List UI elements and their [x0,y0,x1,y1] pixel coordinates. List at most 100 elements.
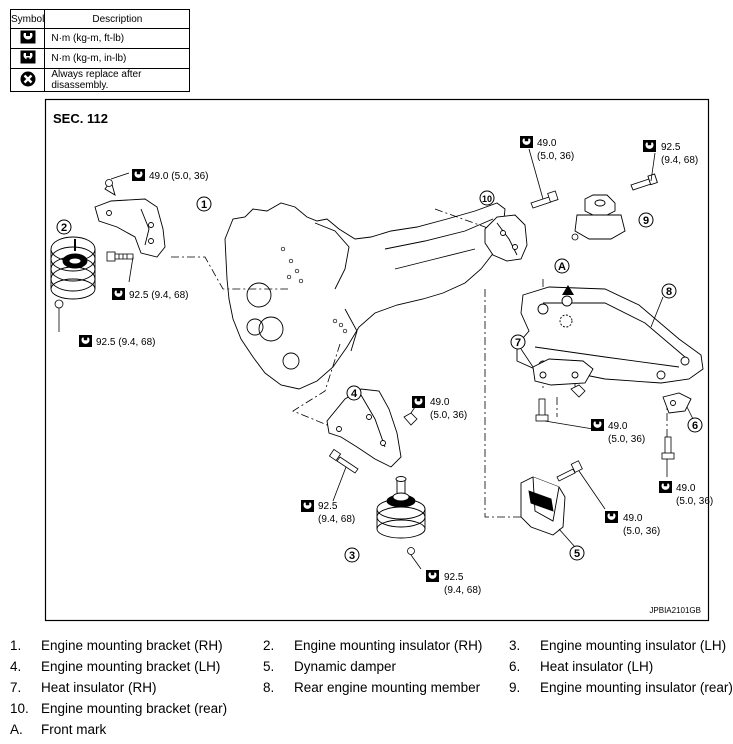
callout-10: 10 [479,190,495,206]
torque-wrench-icon [301,500,314,512]
svg-text:3: 3 [349,550,355,562]
torque-spec: (5.0, 36) [430,410,467,421]
parts-row: 7.Heat insulator (RH) 8.Rear engine moun… [10,680,733,701]
torque-specs: 49.0 (5.0, 36) 92.5 (9.4, 68) 92.5 (9.4,… [79,136,713,596]
heat-insulator-rh [532,358,594,386]
torque-wrench-icon [20,30,36,44]
callout-4: 4 [346,385,362,401]
torque-spec: 49.0 (5.0, 36) [149,171,208,182]
svg-text:10: 10 [482,194,492,204]
bracket-lh [326,388,402,468]
list-item: 8.Rear engine mounting member [263,680,481,695]
callout-2: 2 [56,219,72,235]
torque-wrench-icon [412,396,425,408]
legend-description: N·m (kg-m, ft-lb) [44,28,191,49]
list-item: 10.Engine mounting bracket (rear) [10,701,228,716]
torque-wrench-icon [79,335,92,347]
parts-list: 1.Engine mounting bracket (RH) 2.Engine … [10,638,733,743]
torque-wrench-icon [591,419,604,431]
legend-row: N·m (kg-m, ft-lb) [9,28,191,49]
svg-text:5: 5 [574,548,580,560]
callouts: 1 2 3 4 5 6 7 8 9 10 A [56,190,703,563]
svg-text:4: 4 [351,388,358,400]
torque-wrench-icon [132,169,145,181]
legend-symbol-cell [9,68,46,92]
exploded-view-figure: SEC. 112 JPBIA2101GB [44,98,713,622]
legend-row: Always replace after disassembly. [9,68,191,92]
list-item: 4.Engine mounting bracket (LH) [10,659,221,674]
legend-row: N·m (kg-m, in-lb) [9,48,191,69]
torque-spec: 92.5 [661,142,681,153]
insulator-rear [574,173,658,240]
torque-wrench-icon [426,570,439,582]
list-item: A.Front mark [10,722,107,737]
callout-8: 8 [661,283,677,299]
callout-7: 7 [510,334,526,350]
heat-insulator-lh [662,392,692,414]
callout-9: 9 [638,212,654,228]
dynamic-damper [520,476,566,536]
list-item: 1.Engine mounting bracket (RH) [10,638,223,653]
svg-text:A: A [558,261,566,273]
symbol-legend-table: Symbol Description N·m (kg-m, ft-lb) N·m… [9,9,191,92]
list-item: 2.Engine mounting insulator (RH) [263,638,483,653]
legend-symbol-cell [9,48,46,69]
torque-spec: (5.0, 36) [676,496,713,507]
legend-description: Always replace after disassembly. [44,68,191,92]
torque-spec: (9.4, 68) [444,585,481,596]
torque-spec: 49.0 [623,513,643,524]
rear-mounting-member [516,286,704,384]
bracket-rear [484,214,528,262]
bolt-member-left [535,398,549,422]
list-item: 3.Engine mounting insulator (LH) [509,638,727,653]
callout-1: 1 [196,196,212,212]
svg-text:6: 6 [692,420,698,432]
parts-row: 10.Engine mounting bracket (rear) [10,701,725,722]
torque-wrench-icon [112,288,125,300]
legend-description: N·m (kg-m, in-lb) [44,48,191,69]
bracket-rh [94,180,166,258]
bolt-damper [556,460,583,482]
torque-spec: 92.5 [318,501,338,512]
torque-spec: 49.0 [676,483,696,494]
parts-row: 1.Engine mounting bracket (RH) 2.Engine … [10,638,727,659]
torque-spec: 49.0 [608,421,628,432]
list-item: 9.Engine mounting insulator (rear) [509,680,733,695]
front-mark [559,285,574,328]
callout-6: 6 [687,417,703,433]
svg-text:7: 7 [515,337,521,349]
torque-spec: (5.0, 36) [537,151,574,162]
figure-code: JPBIA2101GB [649,606,701,615]
torque-spec: (9.4, 68) [318,514,355,525]
legend-header-row: Symbol Description [9,9,191,29]
svg-text:9: 9 [643,215,649,227]
list-item: 5.Dynamic damper [263,659,397,674]
torque-spec: (5.0, 36) [608,434,645,445]
torque-spec: 49.0 [430,397,450,408]
list-item: 6.Heat insulator (LH) [509,659,654,674]
torque-wrench-icon [605,511,618,523]
torque-wrench-icon [643,140,656,152]
torque-wrench-small-icon [20,50,36,64]
svg-text:2: 2 [61,222,67,234]
torque-spec: (9.4, 68) [661,155,698,166]
torque-spec: 92.5 (9.4, 68) [96,337,155,348]
parts-row: 4.Engine mounting bracket (LH) 5.Dynamic… [10,659,725,680]
parts-row: A.Front mark [10,722,725,743]
torque-wrench-icon [520,136,533,148]
svg-text:1: 1 [201,199,207,211]
svg-text:8: 8 [666,286,672,298]
callout-5: 5 [569,545,585,561]
callout-a: A [554,258,570,274]
insulator-rh [50,236,96,300]
callout-3: 3 [344,547,360,563]
replace-part-icon [20,71,36,86]
torque-spec: 92.5 [444,572,464,583]
engine-mount-diagram: SEC. 112 JPBIA2101GB [44,98,713,622]
engine-detail-dots [280,246,348,334]
torque-spec: 92.5 (9.4, 68) [129,290,188,301]
torque-wrench-icon [659,481,672,493]
torque-spec: 49.0 [537,138,557,149]
insulator-lh [376,476,426,539]
legend-header-symbol: Symbol [9,9,46,29]
